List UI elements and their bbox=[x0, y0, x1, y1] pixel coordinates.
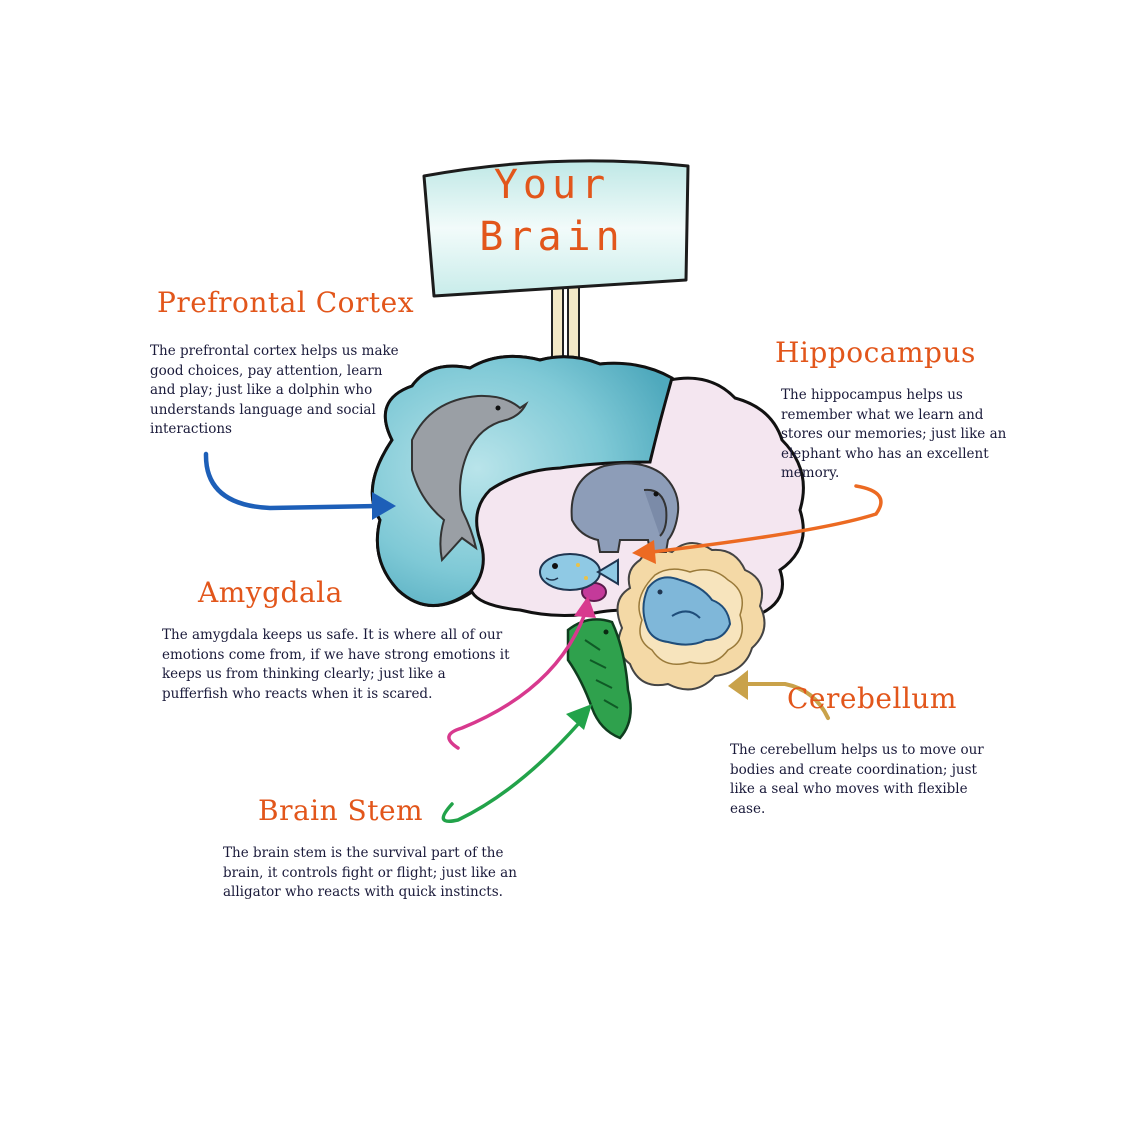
alligator-icon bbox=[566, 618, 632, 740]
amygdala-title: Amygdala bbox=[198, 576, 343, 609]
cerebellum-description: The cerebellum helps us to move our bodi… bbox=[730, 742, 984, 817]
sign-title-line2: Brain bbox=[479, 214, 625, 260]
brain-stem-description: The brain stem is the survival part of t… bbox=[223, 845, 517, 900]
arrow-amygdala bbox=[447, 596, 596, 750]
brain-stem-title: Brain Stem bbox=[258, 794, 424, 827]
hippocampus-description: The hippocampus helps us remember what w… bbox=[781, 387, 1007, 481]
arrow-hippocampus bbox=[632, 484, 883, 564]
prefrontal-cortex-title: Prefrontal Cortex bbox=[157, 286, 415, 319]
pufferfish-icon bbox=[539, 553, 619, 591]
amygdala-description: The amygdala keeps us safe. It is where … bbox=[162, 627, 510, 702]
prefrontal-cortex-description: The prefrontal cortex helps us make good… bbox=[150, 343, 399, 437]
sign-board bbox=[422, 159, 690, 298]
hippocampus-title: Hippocampus bbox=[775, 336, 976, 369]
arrow-cerebellum bbox=[728, 670, 830, 720]
arrow-prefrontal bbox=[203, 451, 396, 520]
cerebellum-title: Cerebellum bbox=[787, 682, 957, 715]
arrow-brain-stem bbox=[441, 704, 592, 823]
dolphin-icon bbox=[411, 394, 529, 563]
sign-title-line1: Your bbox=[493, 162, 611, 208]
elephant-icon bbox=[570, 462, 680, 553]
seal-icon bbox=[642, 576, 732, 646]
